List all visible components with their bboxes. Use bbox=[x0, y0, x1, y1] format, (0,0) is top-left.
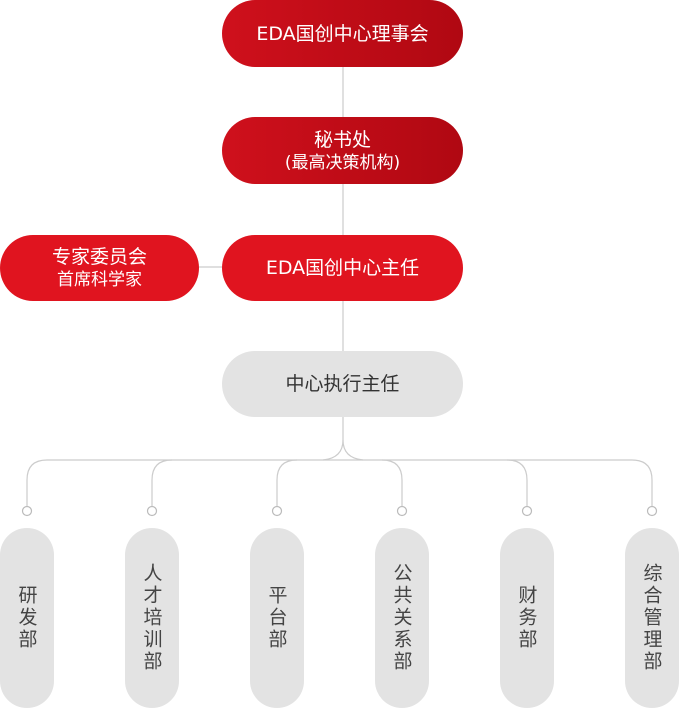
dept-general-admin: 综合管理部 bbox=[625, 528, 679, 708]
dept-label: 公共关系部 bbox=[390, 563, 413, 673]
experts-sublabel: 首席科学家 bbox=[57, 270, 142, 290]
dept-label: 研发部 bbox=[15, 585, 38, 651]
dept-training: 人才培训部 bbox=[125, 528, 179, 708]
dept-label: 人才培训部 bbox=[140, 563, 163, 673]
board-node: EDA国创中心理事会 bbox=[222, 0, 463, 67]
experts-label: 专家委员会 bbox=[51, 246, 147, 268]
executive-director-label: 中心执行主任 bbox=[285, 373, 400, 395]
secretariat-label: 秘书处 bbox=[313, 128, 371, 151]
director-label: EDA国创中心主任 bbox=[265, 257, 420, 279]
board-label: EDA国创中心理事会 bbox=[256, 22, 429, 45]
dept-platform: 平台部 bbox=[250, 528, 304, 708]
director-node: EDA国创中心主任 bbox=[222, 235, 463, 301]
secretariat-sublabel: (最高决策机构) bbox=[284, 152, 401, 173]
dept-label: 平台部 bbox=[265, 585, 288, 651]
executive-director-node: 中心执行主任 bbox=[222, 351, 463, 417]
dept-rnd: 研发部 bbox=[0, 528, 54, 708]
dept-finance: 财务部 bbox=[500, 528, 554, 708]
dept-label: 综合管理部 bbox=[640, 563, 663, 673]
dept-public-relations: 公共关系部 bbox=[375, 528, 429, 708]
experts-node: 专家委员会 首席科学家 bbox=[0, 235, 199, 301]
secretariat-node: 秘书处 (最高决策机构) bbox=[222, 117, 463, 184]
dept-label: 财务部 bbox=[515, 585, 538, 651]
